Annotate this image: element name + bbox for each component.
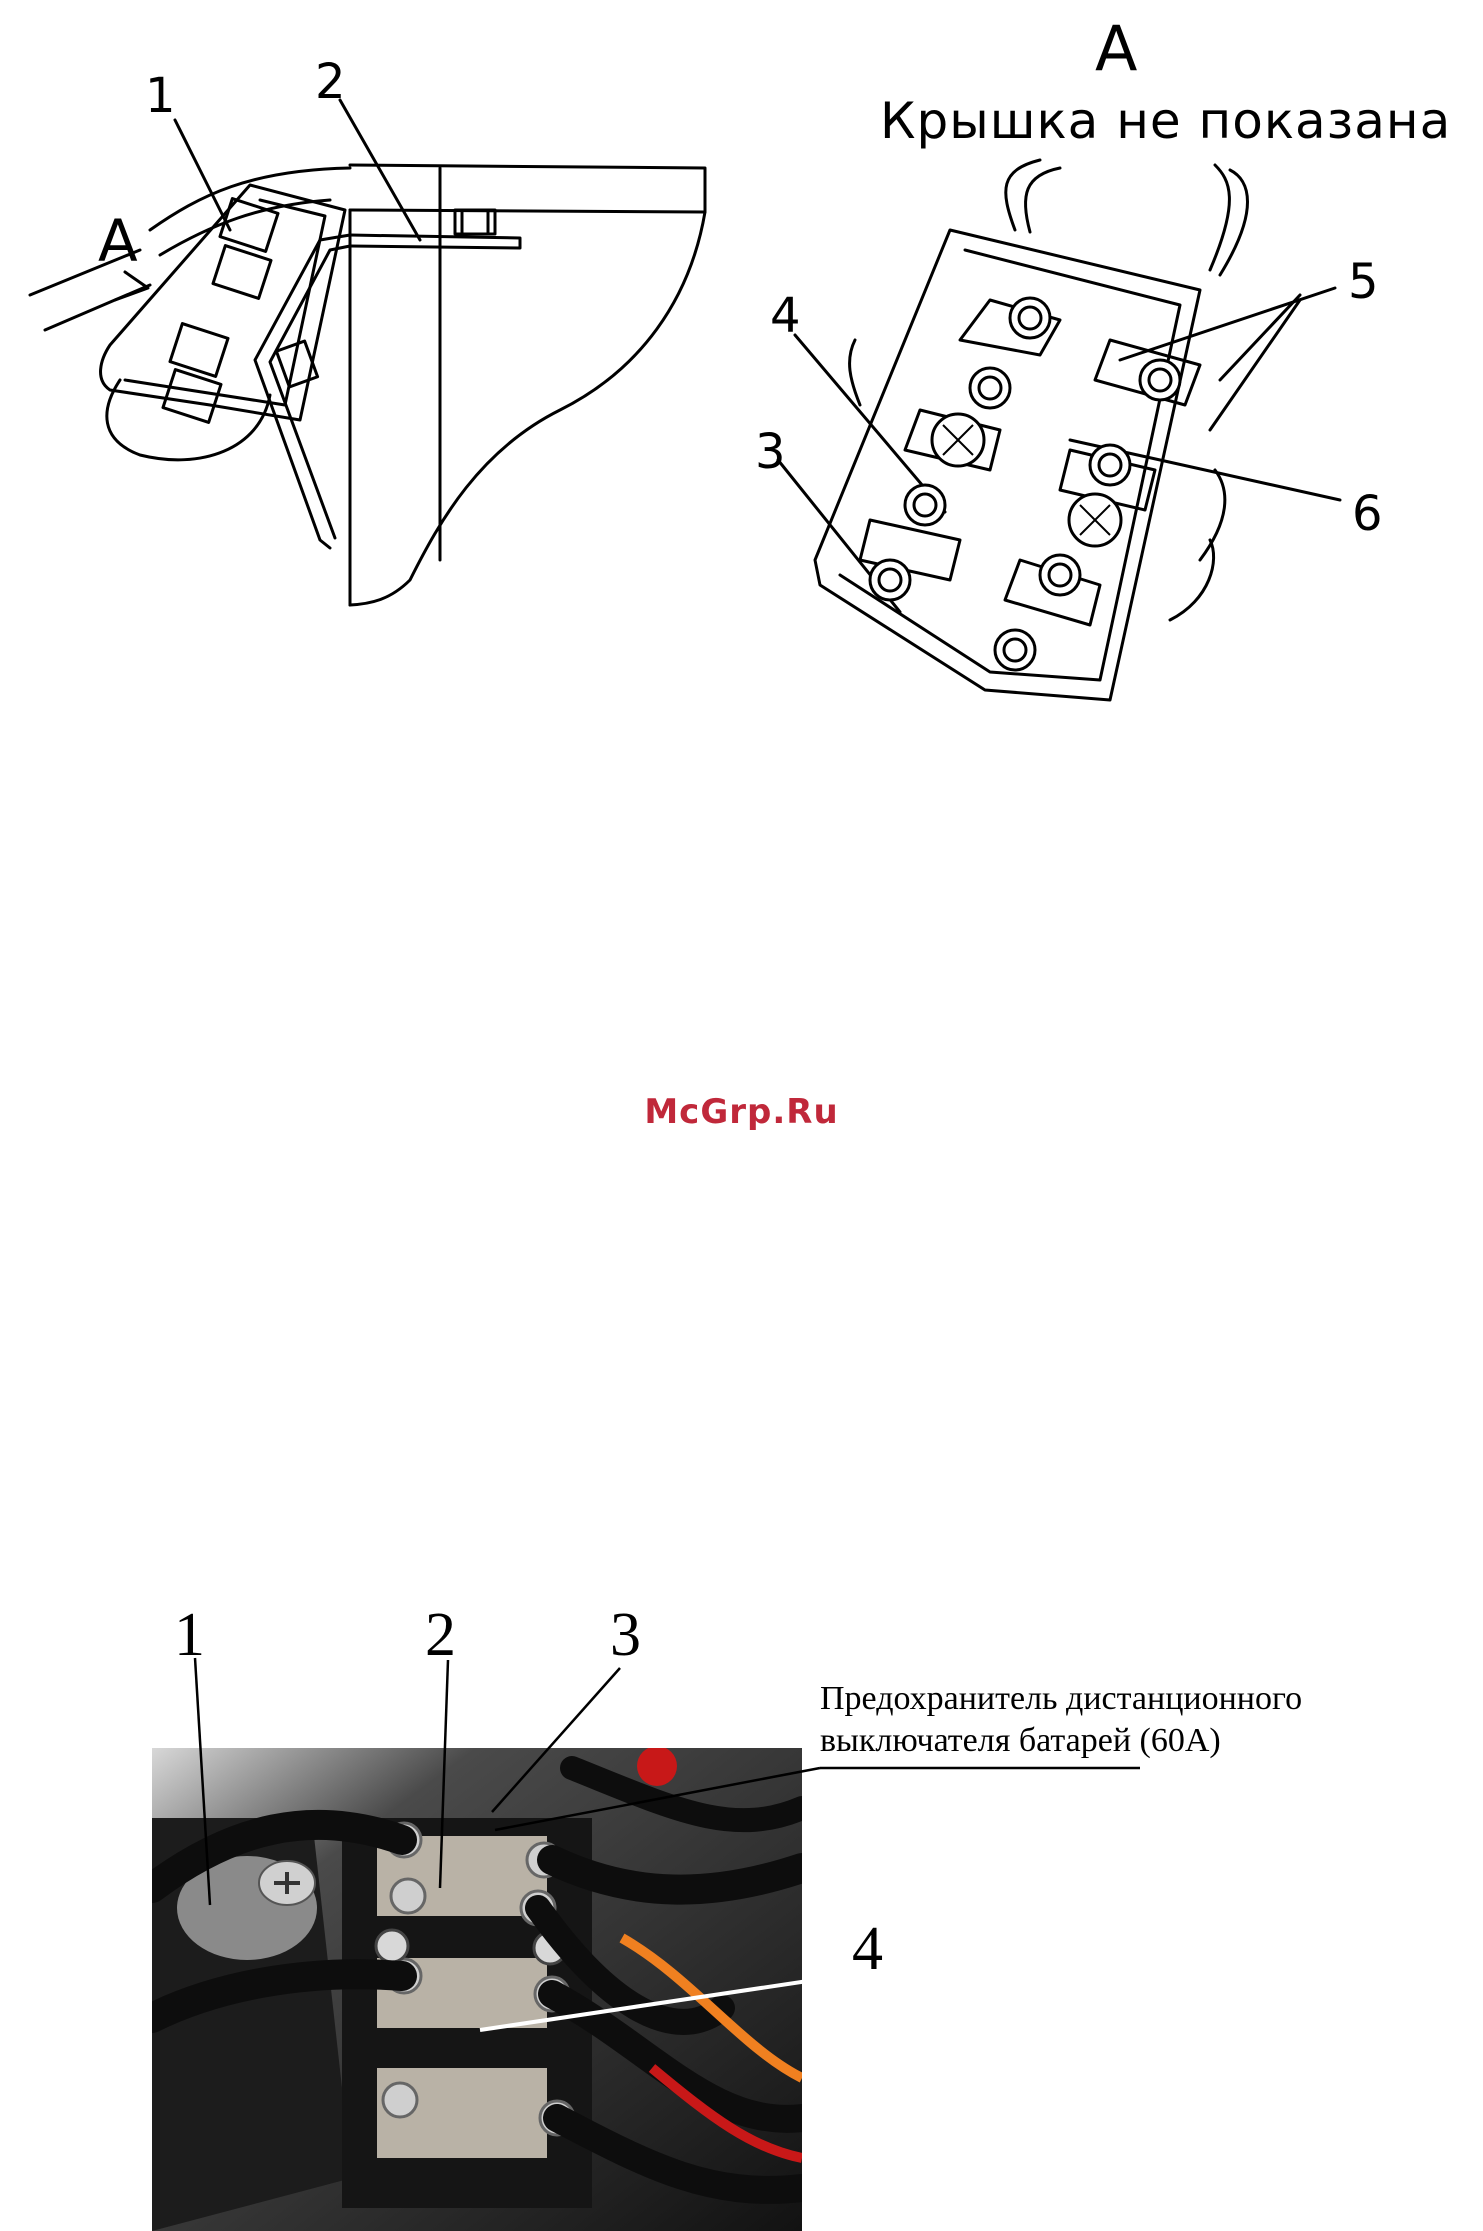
- view-title: A: [1095, 18, 1137, 80]
- callout-6: 6: [1352, 490, 1383, 538]
- callout-2: 2: [315, 58, 346, 106]
- fuse-note-line2: выключателя батарей (60А): [820, 1720, 1302, 1762]
- view-caption: Крышка не показана: [880, 96, 1451, 146]
- photo-label-4: 4: [852, 1918, 883, 1980]
- leader-1: [175, 120, 230, 230]
- callout-1: 1: [145, 72, 176, 120]
- photo: [152, 1748, 802, 2231]
- photo-label-3: 3: [610, 1604, 641, 1666]
- photo-label-1: 1: [174, 1604, 205, 1666]
- watermark: McGrp.Ru: [0, 1092, 1483, 1132]
- fuse-note: Предохранитель дистанционного выключател…: [820, 1678, 1302, 1762]
- callout-4: 4: [770, 292, 801, 340]
- leader-2: [340, 100, 420, 240]
- callout-5: 5: [1348, 258, 1379, 306]
- photo-illustration: [152, 1748, 802, 2231]
- terminal-screws: [870, 298, 1180, 670]
- callout-3: 3: [755, 428, 786, 476]
- arrow-label: A: [98, 212, 138, 270]
- photo-label-2: 2: [425, 1604, 456, 1666]
- fuse-note-line1: Предохранитель дистанционного: [820, 1678, 1302, 1720]
- right-assembly: [815, 160, 1300, 700]
